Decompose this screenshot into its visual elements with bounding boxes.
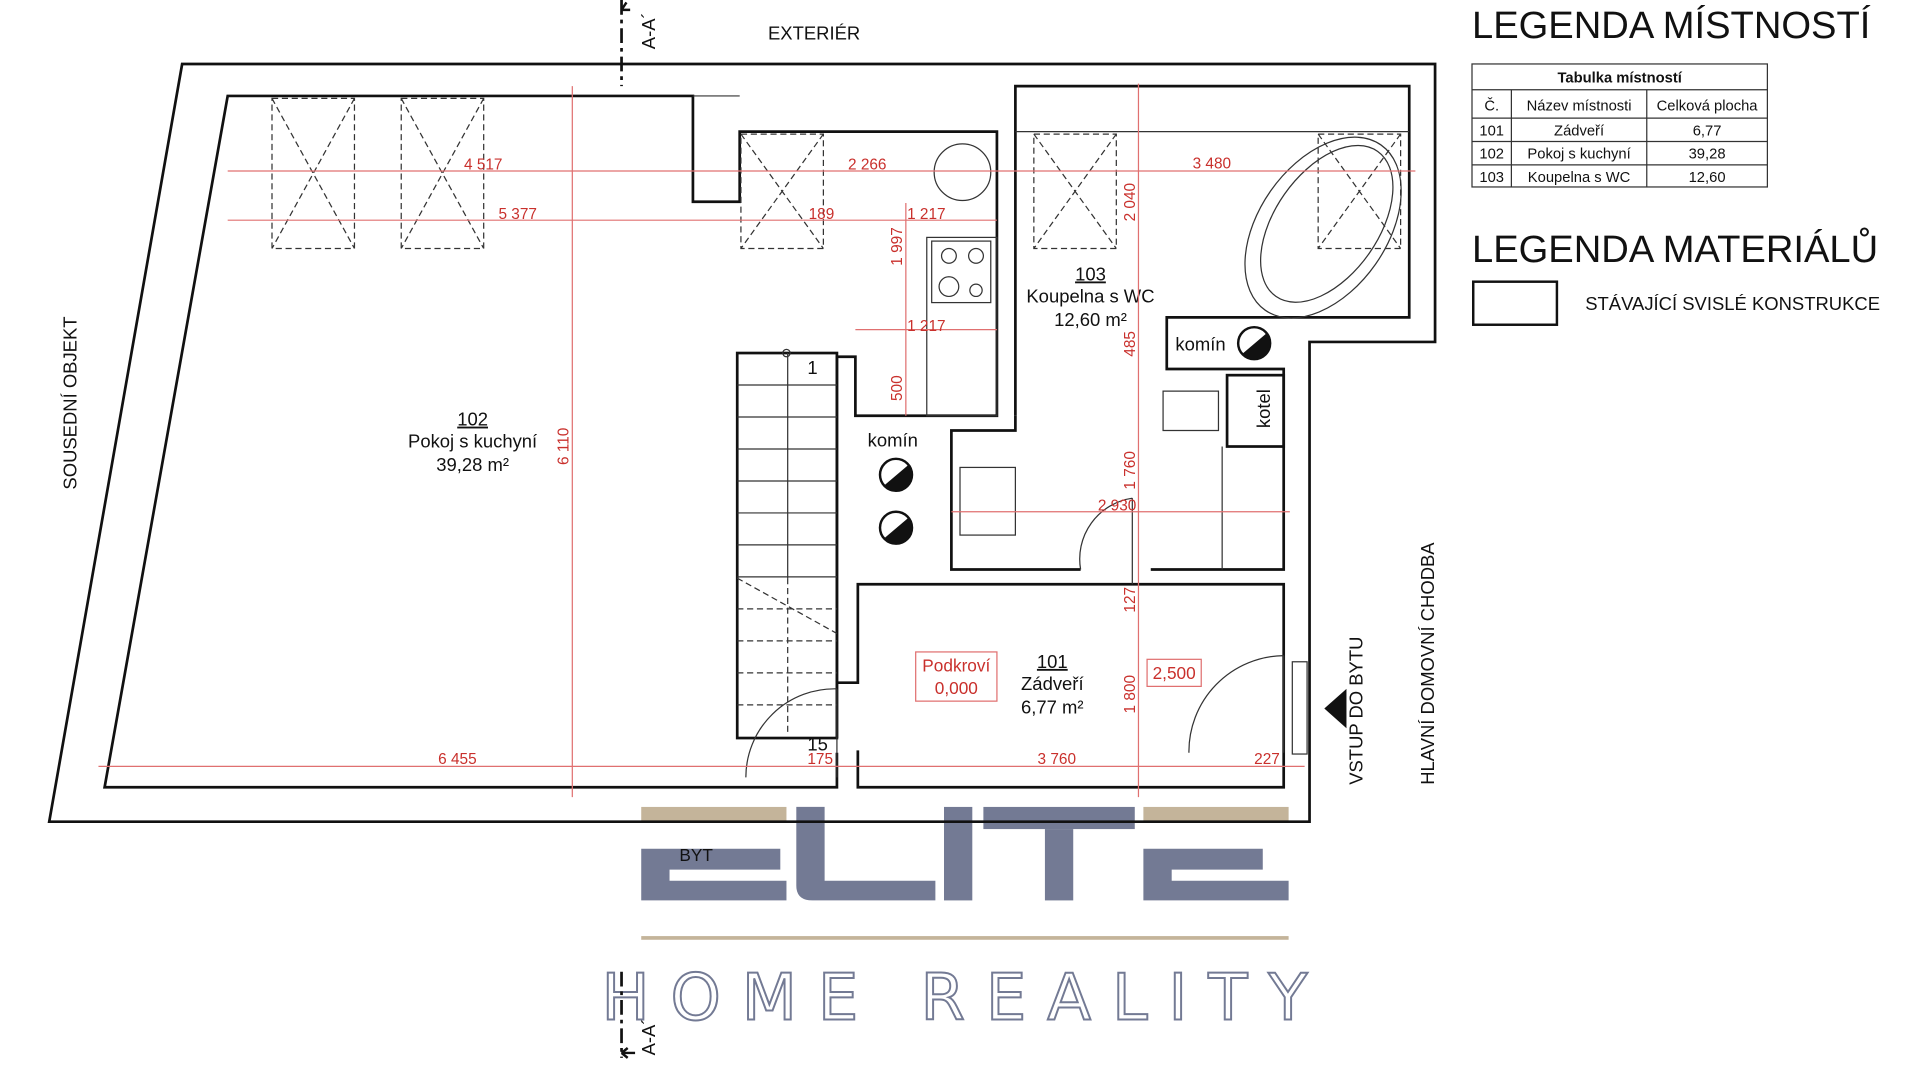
room-103-walls bbox=[1014, 84, 1411, 571]
room-103-lower-wall bbox=[950, 415, 1081, 571]
rooms-table: Tabulka místností Č. Název místnosti Cel… bbox=[1471, 63, 1769, 188]
svg-text:Zádveří: Zádveří bbox=[1554, 123, 1605, 139]
svg-text:6 455: 6 455 bbox=[438, 751, 476, 768]
svg-text:6,77: 6,77 bbox=[1693, 123, 1722, 139]
door-bathroom[interactable] bbox=[1079, 497, 1133, 585]
svg-text:2 930: 2 930 bbox=[1098, 497, 1136, 514]
staircase bbox=[735, 348, 839, 740]
material-label: STÁVAJÍCÍ SVISLÉ KONSTRUKCE bbox=[1585, 293, 1880, 314]
svg-text:12,60 m²: 12,60 m² bbox=[1054, 309, 1127, 330]
svg-text:175: 175 bbox=[807, 751, 833, 768]
svg-text:Koupelna s WC: Koupelna s WC bbox=[1528, 170, 1631, 186]
level-box bbox=[915, 651, 998, 702]
svg-text:101: 101 bbox=[1479, 123, 1504, 139]
svg-text:2 266: 2 266 bbox=[848, 157, 886, 174]
level-name: Podkroví bbox=[922, 656, 990, 676]
section-mark-bottom: A-A´ bbox=[638, 1019, 659, 1056]
svg-text:Tabulka místností: Tabulka místností bbox=[1558, 70, 1683, 86]
svg-text:227: 227 bbox=[1254, 751, 1280, 768]
door-stairs[interactable] bbox=[745, 688, 838, 778]
svg-text:500: 500 bbox=[889, 375, 906, 401]
svg-text:Koupelna s WC: Koupelna s WC bbox=[1026, 286, 1154, 307]
toilet-icon bbox=[1162, 390, 1220, 432]
room-103-label: 103 Koupelna s WC 12,60 m² bbox=[1026, 263, 1154, 330]
svg-text:39,28 m²: 39,28 m² bbox=[436, 454, 509, 475]
svg-text:102: 102 bbox=[457, 409, 488, 430]
entrance-label: VSTUP DO BYTU bbox=[1345, 637, 1366, 785]
svg-text:6,77 m²: 6,77 m² bbox=[1021, 696, 1084, 717]
outer-wall bbox=[47, 62, 1437, 824]
elite-logo: HOME REALITY BYT bbox=[600, 806, 1328, 1037]
dimension-lines bbox=[98, 83, 1416, 798]
svg-text:6 110: 6 110 bbox=[556, 428, 573, 465]
corridor-label: HLAVNÍ DOMOVNÍ CHODBA bbox=[1417, 542, 1438, 785]
svg-text:39,28: 39,28 bbox=[1689, 147, 1726, 163]
kitchen-counter bbox=[926, 236, 998, 417]
svg-text:1 217: 1 217 bbox=[907, 318, 945, 335]
round-sink-icon bbox=[933, 143, 992, 202]
svg-text:Č.: Č. bbox=[1484, 98, 1499, 115]
legend-rooms-title: LEGENDA MÍSTNOSTÍ bbox=[1472, 4, 1871, 47]
bathtub-icon bbox=[1244, 136, 1402, 319]
shower-icon bbox=[959, 466, 1016, 536]
svg-text:3 480: 3 480 bbox=[1193, 156, 1231, 173]
boiler-box bbox=[1225, 373, 1286, 448]
svg-text:103: 103 bbox=[1479, 170, 1504, 186]
level-right: 2,500 bbox=[1153, 663, 1196, 683]
svg-text:3 760: 3 760 bbox=[1038, 751, 1076, 768]
svg-text:102: 102 bbox=[1479, 147, 1504, 163]
stair-first-number: 1 bbox=[807, 357, 817, 378]
chimney-icon bbox=[878, 325, 1272, 545]
neighbor-label: SOUSEDNÍ OBJEKT bbox=[59, 316, 80, 489]
room-102-outline bbox=[102, 94, 999, 789]
svg-text:189: 189 bbox=[809, 206, 835, 223]
byt-label: BYT bbox=[679, 845, 713, 865]
level-value: 0,000 bbox=[935, 678, 978, 698]
chimney-label-2: komín bbox=[1175, 334, 1225, 355]
stair-last-number: 15 bbox=[807, 733, 828, 754]
room-102-walls bbox=[835, 582, 1286, 789]
exterior-label: EXTERIÉR bbox=[768, 22, 860, 43]
svg-text:5 377: 5 377 bbox=[498, 206, 536, 223]
entrance-door[interactable] bbox=[1188, 655, 1285, 753]
svg-text:1 997: 1 997 bbox=[889, 227, 906, 265]
svg-text:1 760: 1 760 bbox=[1122, 451, 1139, 489]
svg-text:Název místnosti: Název místnosti bbox=[1527, 99, 1632, 115]
svg-text:4 517: 4 517 bbox=[464, 157, 502, 174]
dimension-labels: 4 517 2 266 3 480 5 377 189 1 217 1 217 … bbox=[438, 156, 1280, 768]
svg-text:127: 127 bbox=[1122, 587, 1139, 613]
svg-text:Celková plocha: Celková plocha bbox=[1657, 99, 1759, 115]
boiler-label: kotel bbox=[1253, 389, 1274, 428]
chimney-label-1: komín bbox=[868, 430, 918, 451]
svg-text:101: 101 bbox=[1037, 651, 1068, 672]
skylights bbox=[271, 97, 1402, 250]
room-102-label: 102 Pokoj s kuchyní 39,28 m² bbox=[408, 409, 538, 476]
svg-text:1 217: 1 217 bbox=[907, 206, 945, 223]
logo-tagline: HOME REALITY bbox=[601, 962, 1328, 1036]
svg-text:Zádveří: Zádveří bbox=[1021, 673, 1084, 694]
cooktop-icon bbox=[931, 240, 992, 304]
svg-text:2 040: 2 040 bbox=[1122, 183, 1139, 221]
svg-text:Pokoj s kuchyní: Pokoj s kuchyní bbox=[1527, 147, 1631, 163]
material-swatch bbox=[1472, 280, 1559, 326]
entrance-arrow-icon bbox=[1324, 688, 1347, 729]
svg-text:Pokoj s kuchyní: Pokoj s kuchyní bbox=[408, 431, 538, 452]
svg-text:1 800: 1 800 bbox=[1122, 675, 1139, 713]
svg-text:485: 485 bbox=[1122, 331, 1139, 357]
level-box-right bbox=[1146, 658, 1202, 687]
section-mark-top: A-A´ bbox=[638, 12, 659, 49]
svg-text:12,60: 12,60 bbox=[1689, 170, 1726, 186]
room-101-label: 101 Zádveří 6,77 m² bbox=[1021, 651, 1084, 718]
legend-materials-title: LEGENDA MATERIÁLŮ bbox=[1472, 226, 1878, 271]
svg-text:103: 103 bbox=[1075, 263, 1106, 284]
